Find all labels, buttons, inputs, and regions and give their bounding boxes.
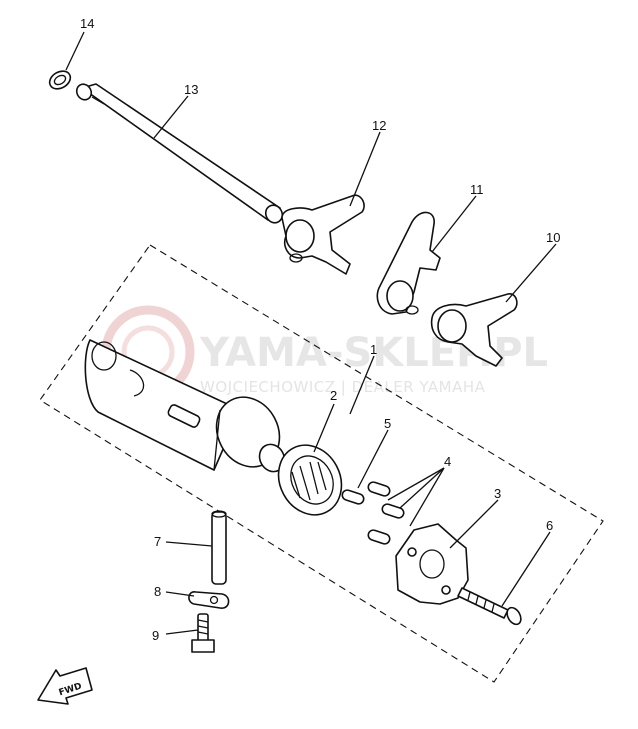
bolt — [191, 613, 215, 653]
part-number-labels: 14 13 12 11 10 1 2 5 4 3 6 7 8 9 — [80, 16, 560, 643]
part-label-7: 7 — [154, 534, 161, 549]
shift-cam — [84, 339, 286, 473]
part-label-6: 6 — [546, 518, 553, 533]
assembly-boundary — [39, 244, 604, 683]
bearing — [277, 444, 343, 516]
shift-fork-12 — [281, 194, 365, 275]
part-label-2: 2 — [330, 388, 337, 403]
part-label-5: 5 — [384, 416, 391, 431]
fwd-arrow: FWD — [37, 667, 93, 705]
stopper-plate — [188, 591, 230, 609]
screw — [457, 587, 522, 626]
part-label-14: 14 — [80, 16, 94, 31]
segment — [395, 523, 469, 605]
shift-fork-10 — [430, 293, 518, 367]
shift-fork-11 — [376, 211, 441, 315]
pin — [211, 510, 227, 585]
dowel-pins — [341, 481, 405, 545]
guide-bar — [75, 83, 284, 224]
part-label-9: 9 — [152, 628, 159, 643]
circlip — [48, 70, 72, 90]
leader-lines — [65, 31, 557, 635]
part-label-13: 13 — [184, 82, 198, 97]
part-label-12: 12 — [372, 118, 386, 133]
part-label-10: 10 — [546, 230, 560, 245]
part-label-8: 8 — [154, 584, 161, 599]
part-label-11: 11 — [470, 182, 484, 197]
part-label-1: 1 — [370, 342, 377, 357]
watermark-subtitle: WOJCIECHOWICZ | DEALER YAMAHA — [200, 378, 486, 396]
part-label-3: 3 — [494, 486, 501, 501]
part-label-4: 4 — [444, 454, 451, 469]
